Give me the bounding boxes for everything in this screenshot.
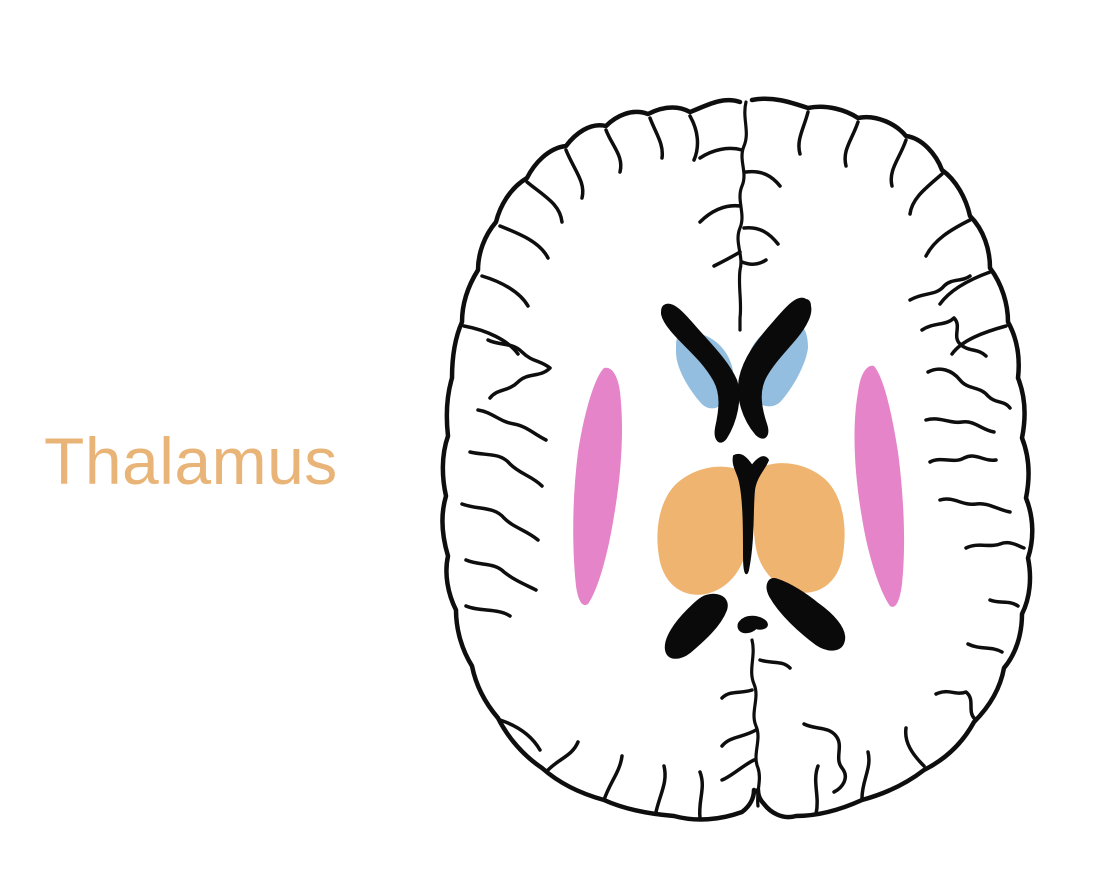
frontal-sulcus	[950, 324, 1008, 356]
frontal-sulcus	[698, 146, 744, 160]
occipital-sulcus	[903, 726, 926, 768]
lateral-sulcus	[920, 316, 988, 358]
frontal-sulcus	[698, 203, 742, 224]
occipital-sulcus	[654, 764, 667, 814]
left-hemisphere-outline	[749, 96, 1035, 820]
occipital-sulcus	[697, 770, 704, 820]
lateral-sulcus	[928, 454, 998, 464]
lateral-ventricle-occipital-horn-left	[766, 578, 846, 651]
lateral-sulcus	[476, 408, 548, 442]
structure-label: Thalamus	[44, 424, 338, 498]
lateral-sulcus	[468, 450, 544, 488]
frontal-sulcus	[744, 169, 782, 188]
frontal-sulcus	[924, 218, 972, 258]
frontal-sulcus	[938, 270, 992, 306]
longitudinal-fissure-posterior	[750, 638, 762, 808]
lateral-sulcus	[966, 642, 1004, 654]
occipital-sulcus	[802, 722, 847, 794]
lateral-ventricle-frontal-horn-left	[738, 297, 812, 439]
occipital-sulcus	[758, 658, 792, 670]
lateral-sulcus	[464, 604, 512, 618]
lateral-sulcus	[460, 502, 540, 542]
frontal-sulcus	[688, 114, 700, 162]
lateral-ventricle-occipital-horn-right	[664, 593, 728, 659]
insula-left	[854, 365, 905, 607]
frontal-sulcus	[480, 274, 530, 308]
occipital-sulcus	[813, 764, 820, 816]
lateral-sulcus	[938, 497, 1012, 514]
pineal-region	[737, 615, 768, 634]
frontal-sulcus	[525, 180, 564, 224]
lateral-sulcus	[988, 598, 1020, 608]
lateral-sulcus	[486, 338, 552, 400]
lateral-sulcus	[924, 417, 996, 434]
lateral-ventricle-frontal-horn-right	[661, 303, 740, 443]
frontal-sulcus	[740, 258, 768, 266]
longitudinal-fissure-anterior	[736, 100, 748, 332]
frontal-sulcus	[908, 172, 944, 216]
frontal-sulcus	[498, 224, 550, 260]
lateral-sulcus	[964, 540, 1026, 550]
thalamus-right	[657, 466, 749, 595]
frontal-sulcus	[604, 128, 623, 174]
frontal-sulcus	[889, 138, 908, 188]
lateral-sulcus	[926, 367, 1012, 410]
frontal-sulcus	[843, 120, 860, 168]
occipital-sulcus	[720, 688, 754, 700]
right-hemisphere-outline	[440, 97, 757, 822]
lateral-sulcus	[934, 689, 978, 722]
occipital-sulcus	[720, 728, 758, 748]
third-ventricle	[732, 454, 769, 575]
frontal-sulcus	[797, 110, 810, 156]
lateral-sulcus	[464, 558, 538, 592]
occipital-sulcus	[498, 718, 542, 752]
occipital-sulcus	[720, 758, 756, 782]
frontal-sulcus	[462, 324, 520, 356]
occipital-sulcus	[860, 750, 871, 800]
thalamus-left	[753, 463, 845, 593]
lateral-sulcus	[908, 274, 972, 302]
frontal-sulcus	[648, 116, 665, 160]
frontal-sulcus	[712, 250, 742, 268]
insula-right	[573, 367, 622, 606]
occipital-sulcus	[546, 740, 580, 772]
frontal-sulcus	[742, 225, 780, 246]
frontal-sulcus	[564, 148, 585, 200]
occipital-sulcus	[602, 754, 624, 802]
